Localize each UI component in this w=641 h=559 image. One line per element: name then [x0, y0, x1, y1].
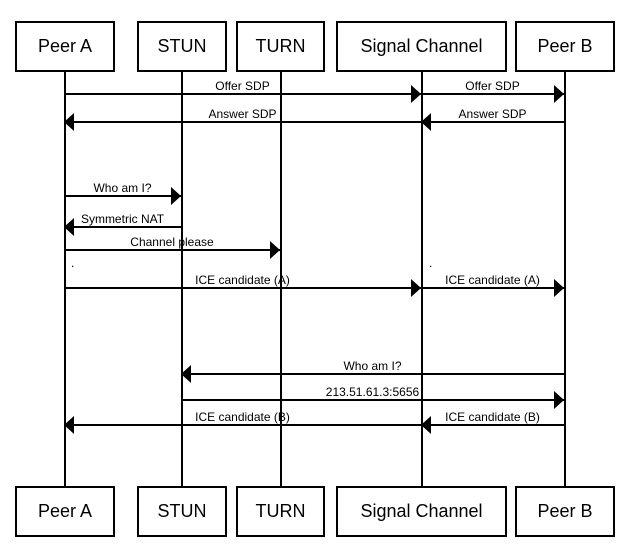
message-label: Who am I?: [343, 358, 402, 373]
actor-box-stun-bottom: STUN: [137, 486, 227, 537]
message-offer-sdp-right: Offer SDP: [421, 79, 564, 103]
actor-label: STUN: [157, 501, 207, 521]
lifeline-peer-b: [564, 72, 566, 486]
actor-label: Peer A: [37, 36, 93, 56]
message-label: 213.51.61.3:5656: [325, 384, 420, 399]
actor-label: Peer B: [537, 501, 593, 521]
actor-box-peer-a-top: Peer A: [15, 21, 115, 72]
actor-label: TURN: [255, 501, 306, 521]
message-label: ICE candidate (A): [195, 272, 290, 287]
message-ice-candidate-b-left: ICE candidate (B): [64, 410, 421, 434]
message-label: ICE candidate (A): [445, 272, 540, 287]
message-channel-please: Channel please: [64, 235, 280, 259]
actor-label: Signal Channel: [360, 501, 483, 521]
actor-label: TURN: [255, 36, 306, 56]
actor-box-stun-top: STUN: [137, 21, 227, 72]
actor-box-peer-b-bottom: Peer B: [515, 486, 615, 537]
message-address-213-51-61-3: 213.51.61.3:5656: [181, 385, 564, 409]
actor-label: STUN: [157, 36, 207, 56]
message-ice-candidate-a-right: ICE candidate (A): [421, 273, 564, 297]
message-answer-sdp-right: Answer SDP: [421, 107, 564, 131]
message-label: ICE candidate (B): [195, 409, 290, 424]
lifeline-turn: [280, 72, 282, 486]
message-ice-candidate-b-right: ICE candidate (B): [421, 410, 564, 434]
dot-annotation-right: .: [429, 256, 433, 270]
arrowhead-left-icon: [421, 112, 431, 131]
message-label: Channel please: [130, 234, 214, 249]
arrowhead-left-icon: [64, 217, 74, 236]
message-ice-candidate-a-left: ICE candidate (A): [64, 273, 421, 297]
message-label: Offer SDP: [215, 78, 270, 93]
dot-annotation-left: .: [71, 256, 75, 270]
arrowhead-right-icon: [554, 390, 564, 409]
actor-box-peer-b-top: Peer B: [515, 21, 615, 72]
arrowhead-left-icon: [64, 415, 74, 434]
lifeline-signal-channel: [421, 72, 423, 486]
message-label: ICE candidate (B): [445, 409, 540, 424]
arrowhead-left-icon: [64, 112, 74, 131]
message-label: Symmetric NAT: [80, 211, 165, 226]
message-offer-sdp-left: Offer SDP: [64, 79, 421, 103]
message-answer-sdp-left: Answer SDP: [64, 107, 421, 131]
actor-label: Peer A: [37, 501, 93, 521]
message-who-am-i-2: Who am I?: [181, 359, 564, 383]
message-label: Who am I?: [93, 180, 152, 195]
actor-label: Signal Channel: [360, 36, 483, 56]
lifeline-peer-a: [64, 72, 66, 486]
actor-label: Peer B: [537, 36, 593, 56]
arrowhead-left-icon: [421, 415, 431, 434]
arrowhead-right-icon: [171, 186, 181, 205]
message-who-am-i-1: Who am I?: [64, 181, 181, 205]
message-symmetric-nat: Symmetric NAT: [64, 212, 181, 236]
message-label: Answer SDP: [208, 106, 277, 121]
actor-box-turn-bottom: TURN: [236, 486, 325, 537]
actor-box-signal-channel-top: Signal Channel: [336, 21, 507, 72]
arrowhead-right-icon: [411, 84, 421, 103]
actor-box-turn-top: TURN: [236, 21, 325, 72]
actor-box-signal-channel-bottom: Signal Channel: [336, 486, 507, 537]
arrowhead-right-icon: [270, 240, 280, 259]
message-label: Answer SDP: [458, 106, 527, 121]
arrowhead-right-icon: [554, 84, 564, 103]
arrowhead-right-icon: [411, 278, 421, 297]
lifeline-stun: [181, 72, 183, 486]
actor-box-peer-a-bottom: Peer A: [15, 486, 115, 537]
arrowhead-left-icon: [181, 364, 191, 383]
arrowhead-right-icon: [554, 278, 564, 297]
message-label: Offer SDP: [465, 78, 520, 93]
